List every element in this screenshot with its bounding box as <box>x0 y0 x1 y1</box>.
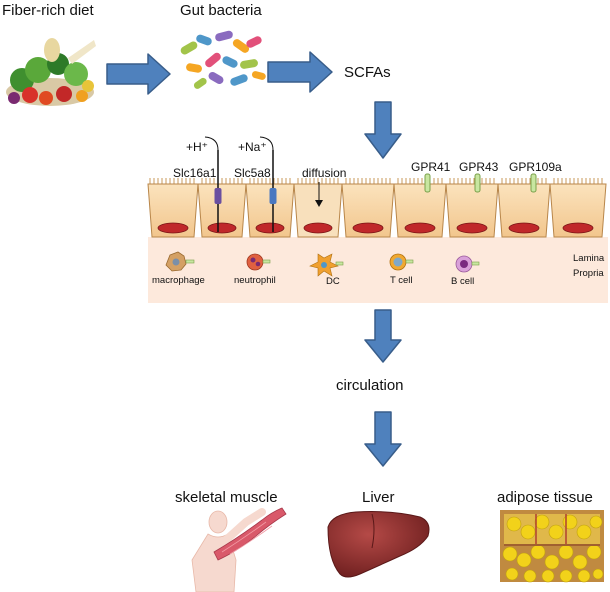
body-muscle-icon <box>191 507 287 592</box>
gpr41-label: GPR41 <box>411 160 451 174</box>
lamina-label: Lamina <box>573 253 605 264</box>
slc16a1-transporter <box>204 136 222 232</box>
macrophage-label: macrophage <box>152 275 205 286</box>
neutrophil-icon <box>246 253 271 271</box>
liver-icon <box>327 511 430 578</box>
arrow-bacteria-to-scfas <box>267 51 333 93</box>
propria-label: Propria <box>573 268 604 279</box>
adipose-icon <box>500 510 604 583</box>
macrophage-icon <box>165 251 195 272</box>
epithelium-layer <box>147 178 608 303</box>
b-cell-label: B cell <box>451 276 475 287</box>
arrow-lamina-to-circulation <box>364 309 402 363</box>
adipose-tissue-label: adipose tissue <box>497 489 593 506</box>
liver-label: Liver <box>362 489 395 506</box>
circulation-label: circulation <box>336 377 404 394</box>
dc-label: DC <box>326 276 340 287</box>
slc5a8-label: Slc5a8 <box>234 166 271 180</box>
bacteria-icon <box>180 30 266 89</box>
t-cell-label: T cell <box>390 275 413 286</box>
vegetables-icon <box>6 38 96 106</box>
dendritic-cell-icon <box>309 253 344 277</box>
na-ion-label: +Na⁺ <box>238 140 267 154</box>
diffusion-label: diffusion <box>302 166 347 180</box>
b-cell-icon <box>455 255 480 273</box>
diffusion-arrow <box>315 182 323 207</box>
gpr43-label: GPR43 <box>459 160 499 174</box>
gpr43-receptor <box>474 173 481 193</box>
scfas-label: SCFAs <box>344 64 391 81</box>
fiber-diet-label: Fiber-rich diet <box>2 2 94 19</box>
arrow-diet-to-bacteria <box>106 53 171 95</box>
gpr109a-receptor <box>530 173 537 193</box>
gpr41-receptor <box>424 173 431 193</box>
skeletal-muscle-label: skeletal muscle <box>175 489 278 506</box>
slc16a1-label: Slc16a1 <box>173 166 217 180</box>
h-ion-label: +H⁺ <box>186 140 209 154</box>
arrow-circulation-to-targets <box>364 411 402 467</box>
gut-bacteria-label: Gut bacteria <box>180 2 262 19</box>
t-cell-icon <box>389 253 414 271</box>
gpr109a-label: GPR109a <box>509 160 562 174</box>
slc5a8-transporter <box>259 136 277 232</box>
neutrophil-label: neutrophil <box>234 275 276 286</box>
arrow-scfas-down <box>364 101 402 159</box>
